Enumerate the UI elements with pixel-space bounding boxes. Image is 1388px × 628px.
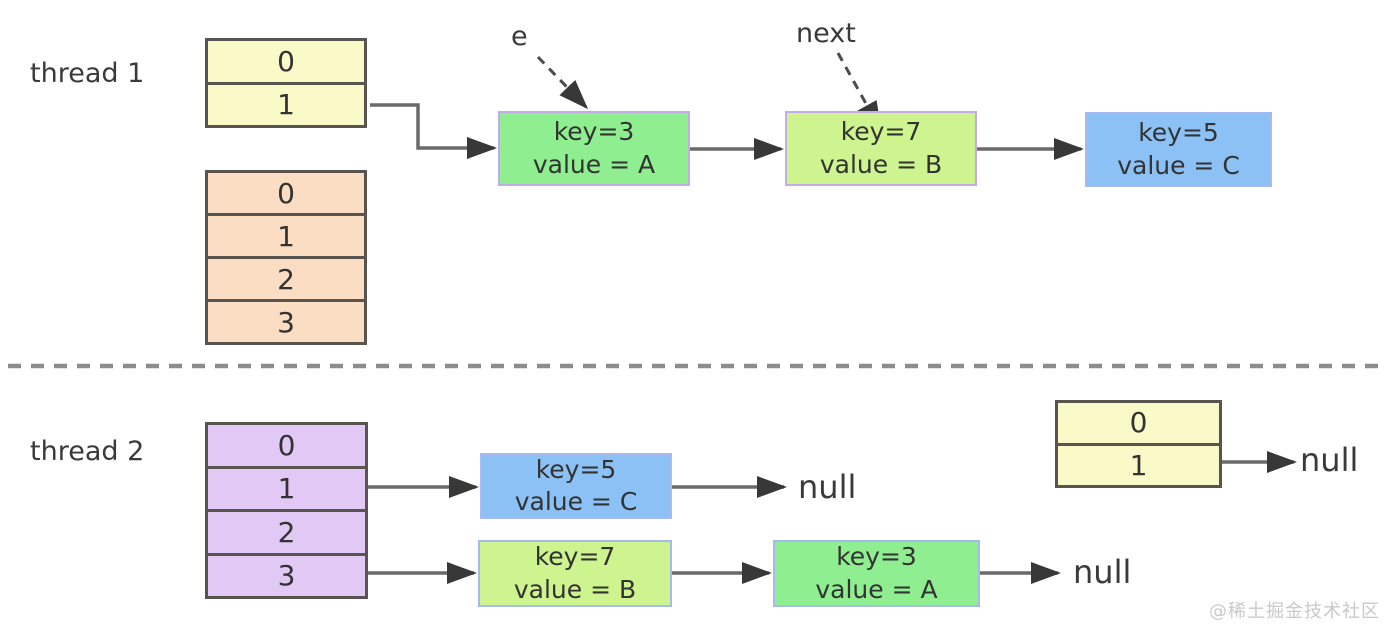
bucket-cell-2: 2 [208, 256, 364, 299]
node-value: value = C [514, 487, 638, 516]
null-label-row2: null [1073, 553, 1132, 591]
node-key7-valueB-top: key=7 value = B [785, 111, 977, 186]
bucket-cell-0: 0 [277, 428, 296, 462]
node-key: key=3 [553, 117, 635, 146]
thread2-label: thread 2 [30, 436, 145, 467]
thread1-old-bucket-table: 0 1 2 3 [205, 170, 367, 345]
next-pointer-label: next [796, 18, 856, 49]
node-key: key=7 [840, 117, 922, 146]
watermark: @稀土掘金技术社区 [1209, 601, 1380, 622]
node-key3-valueA-top: key=3 value = A [498, 111, 690, 186]
node-key5-valueC-bottom: key=5 value = C [480, 453, 672, 519]
node-key5-valueC-top: key=5 value = C [1085, 112, 1272, 187]
node-key7-valueB-bottom: key=7 value = B [478, 540, 672, 607]
bucket-cell-1: 1 [208, 81, 364, 126]
bucket-cell-1: 1 [1058, 442, 1219, 486]
null-label-row1: null [798, 468, 857, 506]
bucket-cell-2: 2 [208, 509, 365, 553]
node-key3-valueA-bottom: key=3 value = A [773, 540, 980, 607]
node-key: key=5 [1138, 118, 1219, 147]
bucket-cell-3: 3 [208, 552, 365, 597]
bucket-cell-0: 0 [277, 176, 295, 210]
thread2-bucket-table: 0 1 2 3 [205, 422, 368, 599]
arrow-bucket1-to-key3 [370, 103, 497, 159]
bucket-cell-0: 0 [277, 44, 295, 78]
node-value: value = B [819, 149, 943, 179]
node-value: value = A [532, 149, 656, 179]
node-value: value = C [1117, 150, 1240, 180]
right-bucket-table: 0 1 [1055, 400, 1222, 488]
bucket-cell-1: 1 [208, 465, 365, 510]
bucket-cell-0: 0 [1129, 406, 1148, 440]
node-value: value = A [815, 574, 938, 604]
e-pointer-label: e [511, 21, 528, 52]
node-key: key=7 [534, 542, 616, 571]
thread1-label: thread 1 [30, 58, 145, 89]
bucket-cell-1: 1 [208, 213, 364, 256]
null-label-right: null [1300, 441, 1359, 479]
node-key: key=3 [836, 542, 917, 571]
bucket-cell-3: 3 [208, 299, 364, 342]
thread1-new-bucket-table: 0 1 [205, 38, 367, 128]
e-pointer-arrow [536, 55, 589, 110]
node-value: value = B [513, 574, 637, 604]
node-key: key=5 [535, 454, 617, 484]
